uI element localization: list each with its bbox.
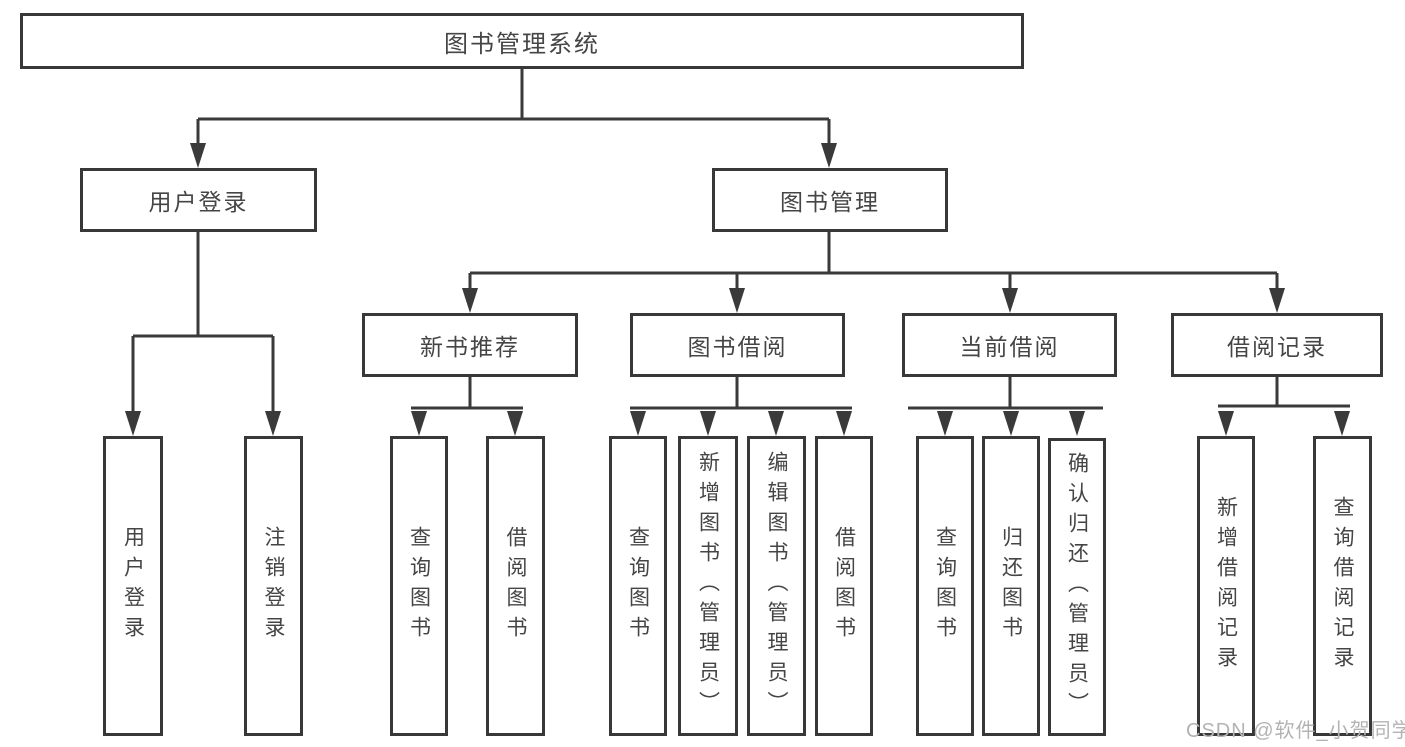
connector-newbook-children [411, 377, 523, 436]
leaf-add-book-admin: 新增图书（管理员） [678, 436, 738, 736]
leaf-return-book: 归还图书 [982, 436, 1040, 736]
node-library-management-system: 图书管理系统 [20, 13, 1024, 69]
connector-root-to-level2 [190, 69, 837, 168]
node-current-borrowing: 当前借阅 [902, 313, 1117, 377]
leaf-borrow-books-borrowing: 借阅图书 [815, 436, 873, 736]
node-label: 查询图书 [933, 526, 957, 646]
node-book-borrowing: 图书借阅 [630, 313, 845, 377]
connector-bookmgmt-children [462, 232, 1285, 313]
node-label: 确认归还（管理员） [1065, 452, 1089, 722]
node-label: 编辑图书（管理员） [765, 451, 788, 721]
node-label: 用户登录 [121, 526, 145, 646]
node-label: 图书借阅 [687, 334, 788, 360]
connector-borrowrecord-children [1218, 377, 1350, 436]
leaf-query-books-borrowing: 查询图书 [609, 436, 667, 736]
node-label: 查询借阅记录 [1331, 496, 1354, 676]
node-borrowing-records: 借阅记录 [1171, 313, 1383, 377]
leaf-logout: 注销登录 [244, 436, 303, 736]
node-label: 借阅记录 [1227, 334, 1327, 360]
node-new-book-recommend: 新书推荐 [362, 313, 578, 377]
node-book-management: 图书管理 [712, 168, 948, 232]
node-label: 新增图书（管理员） [696, 451, 720, 721]
leaf-query-books-newbook: 查询图书 [390, 436, 448, 736]
leaf-confirm-return-admin: 确认归还（管理员） [1048, 438, 1106, 736]
node-label: 新增借阅记录 [1214, 496, 1238, 676]
leaf-borrow-books-newbook: 借阅图书 [486, 436, 545, 736]
node-label: 图书管理系统 [444, 30, 600, 58]
node-label: 借阅图书 [832, 526, 856, 646]
node-label: 注销登录 [262, 526, 285, 646]
node-label: 用户登录 [148, 189, 249, 215]
node-label: 图书管理 [780, 189, 880, 215]
leaf-user-login: 用户登录 [103, 436, 163, 736]
node-label: 归还图书 [999, 526, 1023, 646]
csdn-watermark: CSDN @软件_小贺同学 [1186, 720, 1405, 742]
node-label: 查询图书 [407, 526, 431, 646]
node-label: 查询图书 [626, 526, 650, 646]
connector-userlogin-children [125, 232, 281, 436]
connector-currentborrow-children [908, 377, 1103, 436]
node-label: 借阅图书 [504, 526, 527, 646]
leaf-edit-book-admin: 编辑图书（管理员） [747, 436, 806, 736]
leaf-add-borrow-record: 新增借阅记录 [1197, 436, 1255, 736]
node-label: 新书推荐 [420, 334, 520, 360]
node-user-login: 用户登录 [80, 168, 317, 232]
leaf-query-books-current: 查询图书 [916, 436, 974, 736]
node-label: 当前借阅 [959, 334, 1060, 360]
connector-bookborrow-children [630, 377, 852, 436]
leaf-query-borrow-record: 查询借阅记录 [1313, 436, 1372, 736]
